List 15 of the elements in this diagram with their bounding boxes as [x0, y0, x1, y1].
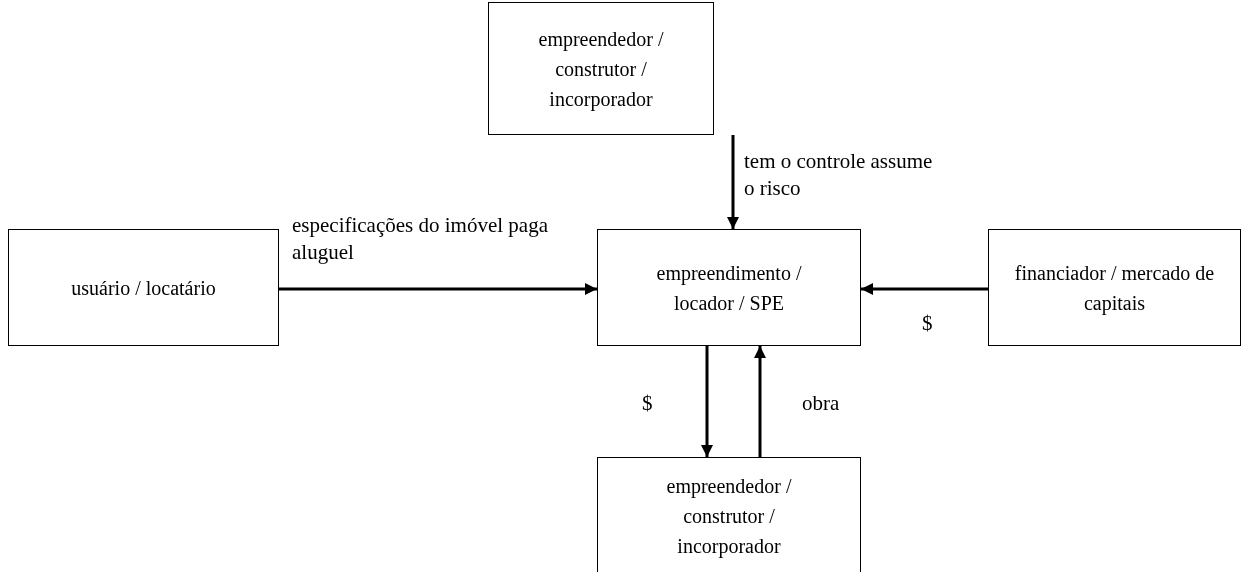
box-text: empreendimento / locador / SPE — [655, 260, 803, 316]
arrow — [727, 135, 739, 229]
arrow — [701, 346, 713, 457]
box-text: financiador / mercado de capitais — [1013, 260, 1216, 317]
arrow — [279, 283, 597, 295]
process-box — [597, 229, 861, 346]
process-box — [988, 229, 1241, 346]
box-text: empreendedor / construtor / incorporador — [537, 26, 665, 113]
process-box — [597, 457, 861, 572]
process-box — [488, 2, 714, 135]
process-box — [8, 229, 279, 346]
arrow — [754, 346, 766, 457]
box-text: usuário / locatário — [71, 275, 216, 301]
arrow — [861, 283, 988, 295]
box-text: empreendedor / construtor / incorporador — [665, 474, 793, 560]
